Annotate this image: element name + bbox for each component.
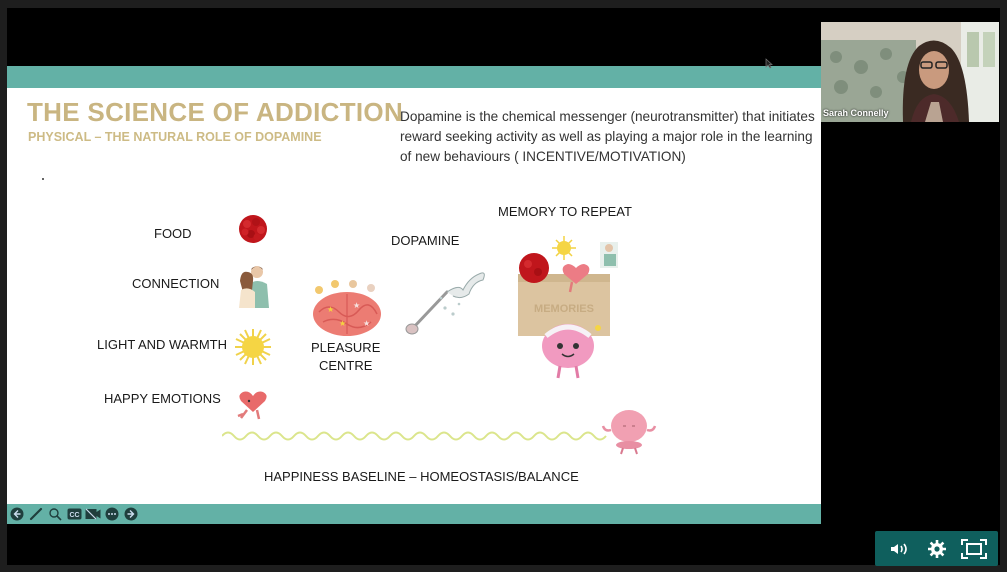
camera-toggle-button[interactable] [85, 506, 101, 522]
presenter-name-label: Sarah Connelly [823, 108, 889, 118]
volume-icon [890, 543, 907, 554]
zoom-button[interactable] [47, 506, 63, 522]
pleasure-centre-line2: CENTRE [318, 358, 373, 373]
arrow-right-circle-icon [124, 507, 138, 521]
stray-dot [42, 178, 44, 180]
captions-button[interactable]: CC [66, 506, 82, 522]
fullscreen-icon [960, 538, 987, 559]
more-options-button[interactable] [104, 506, 120, 522]
presenter-video-feed [821, 22, 999, 122]
svg-text:★: ★ [353, 301, 360, 310]
magnifier-icon [49, 508, 62, 521]
fullscreen-button[interactable] [960, 536, 987, 562]
slide-title: THE SCIENCE OF ADDICTION [27, 97, 404, 127]
memory-box-illustration: MEMORIES [518, 236, 618, 379]
dopamine-pipette-icon [405, 272, 485, 335]
mouse-cursor-icon [765, 58, 773, 69]
meditating-brain-icon [601, 410, 657, 455]
svg-text:★: ★ [363, 319, 370, 328]
settings-button[interactable] [924, 536, 950, 562]
svg-text:CC: CC [69, 512, 79, 519]
pleasure-centre-label: PLEASURE CENTRE [311, 339, 380, 375]
stimulus-label-light: LIGHT AND WARMTH [97, 337, 228, 352]
cc-icon: CC [67, 508, 81, 520]
ellipsis-icon [105, 507, 119, 521]
slide-header-bar [7, 66, 821, 88]
volume-button[interactable] [887, 536, 913, 562]
stimulus-label-connection: CONNECTION [132, 276, 220, 291]
video-off-icon [85, 508, 101, 520]
svg-text:MEMORIES: MEMORIES [534, 303, 594, 315]
pen-tool-button[interactable] [28, 506, 44, 522]
couple-hug-icon [239, 266, 269, 308]
slide-subtitle: PHYSICAL – THE NATURAL ROLE OF DOPAMINE [28, 130, 322, 144]
raspberry-icon [239, 215, 267, 243]
arrow-left-circle-icon [10, 507, 24, 521]
pleasure-centre-line1: PLEASURE [311, 340, 381, 355]
happiness-baseline-wave [222, 431, 607, 441]
svg-text:★: ★ [339, 319, 346, 328]
pleasure-centre-brain-icon: ★ ★ ★ ★ [313, 280, 381, 336]
gear-icon [927, 539, 946, 558]
memory-to-repeat-label: MEMORY TO REPEAT [498, 204, 632, 219]
pen-icon [29, 507, 43, 521]
slide-controls-bar: CC [7, 504, 821, 524]
presentation-slide: THE SCIENCE OF ADDICTION PHYSICAL – THE … [7, 66, 821, 524]
heart-character-icon [237, 391, 267, 420]
previous-slide-button[interactable] [9, 506, 25, 522]
stimulus-label-food: FOOD [154, 226, 192, 241]
dopamine-label: DOPAMINE [391, 233, 460, 248]
svg-text:★: ★ [327, 305, 334, 314]
sun-icon [235, 329, 271, 365]
next-slide-button[interactable] [123, 506, 139, 522]
slide-description: Dopamine is the chemical messenger (neur… [400, 109, 815, 164]
player-controls-bar [875, 531, 998, 566]
presenter-video-tile[interactable]: Sarah Connelly [821, 22, 999, 122]
happiness-baseline-label: HAPPINESS BASELINE – HOMEOSTASIS/BALANCE [264, 469, 579, 484]
stimulus-label-emotions: HAPPY EMOTIONS [104, 391, 221, 406]
